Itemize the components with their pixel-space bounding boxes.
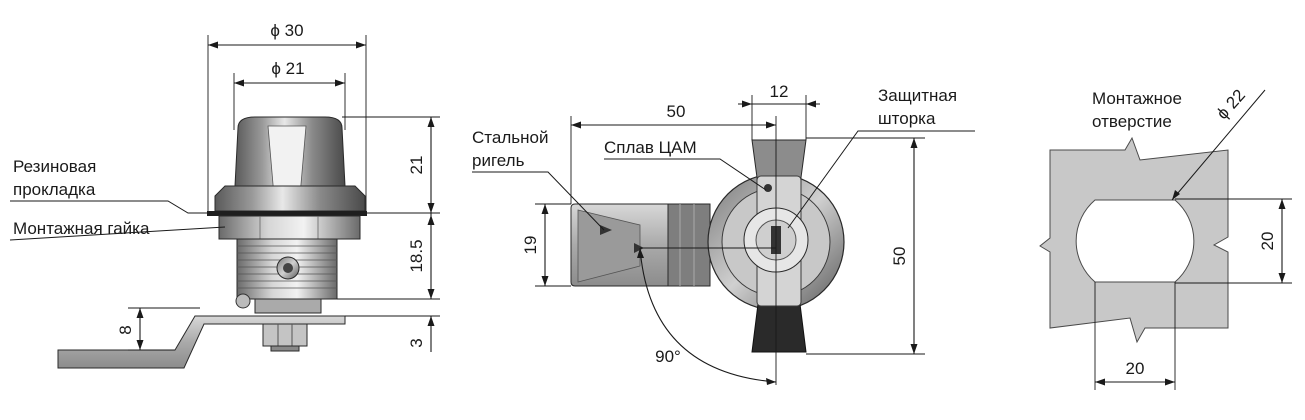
- flange: [214, 185, 366, 212]
- stop-ball: [235, 293, 251, 309]
- rubber-gasket: [207, 211, 367, 216]
- angle-arc: [639, 247, 777, 383]
- hole-view: 20 20 ϕ 22 Монтажное отверстие: [1039, 86, 1292, 390]
- thread-lines: [237, 245, 337, 289]
- dim-flat-width: 20: [1126, 359, 1145, 378]
- alloy-leader: [604, 158, 767, 191]
- dim-outer-diameter: ϕ 30: [270, 21, 303, 40]
- shutter-leader: [787, 130, 975, 229]
- label-bolt-line2: ригель: [472, 151, 525, 170]
- bolt-bevel: [577, 209, 641, 283]
- label-hole-line2: отверстие: [1092, 112, 1172, 131]
- label-gasket-line2: прокладка: [13, 180, 96, 199]
- mounting-hole: [1075, 199, 1195, 283]
- dim-hole-diameter: ϕ 22: [1213, 86, 1249, 123]
- label-gasket-line1: Резиновая: [13, 157, 96, 176]
- dim-knob-height: 21: [407, 156, 426, 175]
- label-bolt-line1: Стальной: [472, 128, 548, 147]
- dim-head-width: 12: [770, 82, 789, 101]
- dim-nut-height: 3: [407, 338, 426, 347]
- label-alloy: Сплав ЦАМ: [604, 138, 697, 157]
- dim-flat-height: 20: [1258, 232, 1277, 251]
- label-shutter-line1: Защитная: [878, 86, 957, 105]
- dim-thread-height: 18.5: [407, 239, 426, 272]
- gasket-leader: [10, 200, 212, 214]
- dim-angle: 90°: [655, 347, 681, 366]
- bolt-leader: [472, 171, 605, 231]
- label-shutter-line2: шторка: [878, 109, 936, 128]
- side-view: ϕ 30 ϕ 21 21 18.5 3 8 Резиновая прок: [9, 21, 440, 369]
- mounting-nut: [218, 215, 361, 240]
- dim-knob-diameter: ϕ 21: [271, 59, 304, 78]
- dim-height: 50: [890, 247, 909, 266]
- front-view: 50 12 50 19 90° Стальной ригель Спла: [472, 82, 975, 385]
- dim-length: 50: [667, 102, 686, 121]
- bottom-nut: [262, 323, 308, 347]
- diameter-leader: [1171, 89, 1266, 201]
- bolt-neck: [667, 203, 711, 287]
- dim-lever-offset: 8: [116, 325, 135, 334]
- label-hole-line1: Монтажное: [1092, 89, 1182, 108]
- lower-collar: [254, 298, 322, 314]
- dim-bolt-height: 19: [521, 236, 540, 255]
- lever-cam: [57, 315, 346, 369]
- label-mounting-nut: Монтажная гайка: [13, 219, 150, 238]
- nut-leader: [9, 226, 226, 241]
